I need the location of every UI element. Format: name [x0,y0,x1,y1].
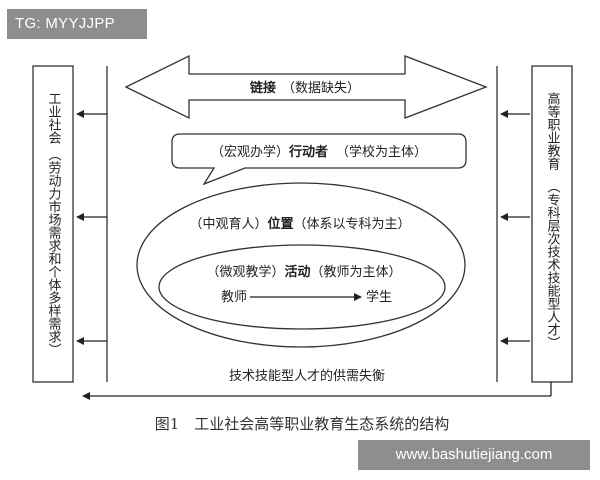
position-label: （中观育人）位置（体系以专科为主） [189,216,410,232]
link-label-normal: （数据缺失） [282,81,360,96]
activity-label-bold: 活动 [284,264,310,280]
actor-label-post: （学校为主体） [336,144,427,160]
student-label: 学生 [366,289,392,305]
link-label: 链接 （数据缺失） [249,80,360,96]
industrial-society-box [32,65,74,383]
watermark-bottom: www.bashutiejiang.com [358,440,590,470]
position-label-pre: （中观育人） [189,216,267,232]
link-double-arrow [124,54,488,120]
actor-label-pre: （宏观办学） [211,144,289,160]
watermark-top: TG: MYYJJPP [7,9,147,39]
activity-label: （微观教学）活动（教师为主体） [206,264,401,280]
vocational-education-detail: （专科层次技术技能型人才） [545,180,561,349]
position-label-bold: 位置 [267,216,293,232]
vocational-education-title: 高等职业教育 [545,91,561,171]
activity-label-pre: （微观教学） [206,264,284,280]
actor-callout [171,133,467,186]
activity-ellipse [158,244,446,330]
industrial-society-title: 工业社会 [46,92,62,144]
teacher-label: 教师 [221,289,247,305]
imbalance-label: 技术技能型人才的供需失衡 [229,368,385,384]
position-label-post: （体系以专科为主） [294,217,411,232]
figure-caption: 图1 工业社会高等职业教育生态系统的结构 [155,415,450,433]
actor-label-bold: 行动者 [288,144,328,160]
activity-label-post: （教师为主体） [311,264,402,280]
vocational-education-box [531,65,573,383]
link-label-bold: 链接 [249,80,276,96]
industrial-society-detail: （劳动力市场需求和个体多样需求） [46,148,62,356]
actor-label: （宏观办学）行动者 （学校为主体） [211,144,427,160]
